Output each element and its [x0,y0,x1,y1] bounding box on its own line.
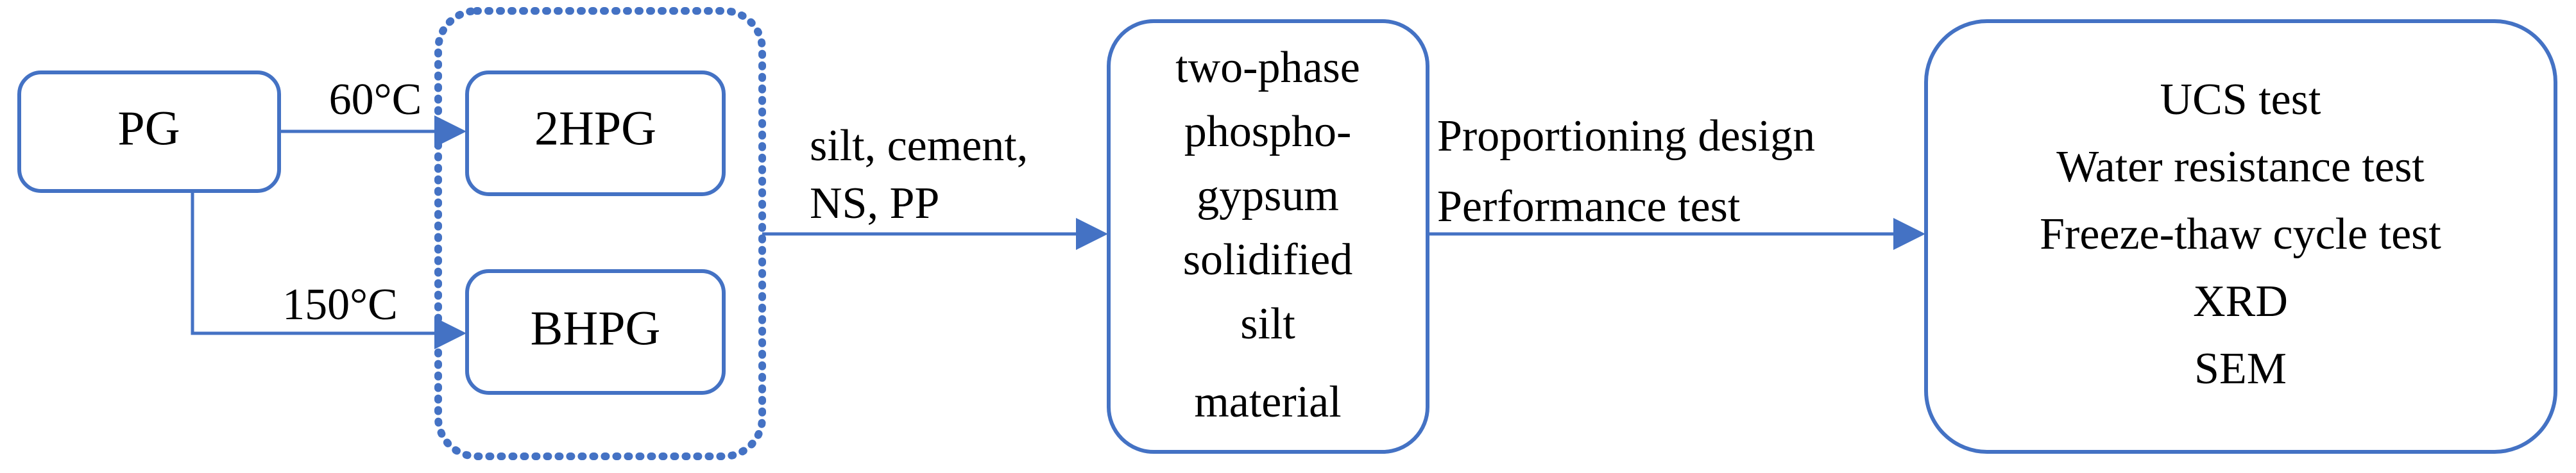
arrow-pg-to-bhpg [191,191,466,349]
test-sem: SEM [2194,344,2287,394]
pg-label: PG [117,101,180,155]
material-box [1107,19,1429,454]
bhpg-label: BHPG [531,301,661,355]
material-line-6: material [1194,378,1341,427]
design-line-1: Proportioning design [1437,112,1815,161]
temp-60-label: 60°C [329,75,422,124]
test-freeze-thaw: Freeze-thaw cycle test [2040,210,2441,259]
material-line-5: silt [1240,299,1295,349]
tests-box [1924,19,2557,454]
material-line-3: gypsum [1197,171,1339,220]
temp-150-label: 150°C [282,280,398,329]
material-line-4: solidified [1183,235,1352,285]
additives-line-1: silt, cement, [810,121,1028,170]
material-line-1: two-phase [1175,43,1360,92]
test-ucs: UCS test [2160,75,2321,124]
hpg2-box [465,71,726,196]
hpg2-label: 2HPG [534,101,656,155]
design-line-2: Performance test [1437,182,1741,231]
dehydrated-group-box [434,7,766,460]
bhpg-box [465,269,726,395]
test-xrd: XRD [2193,277,2288,326]
additives-line-2: NS, PP [810,179,939,228]
material-line-2: phospho- [1184,107,1352,156]
test-water-resistance: Water resistance test [2056,142,2425,192]
